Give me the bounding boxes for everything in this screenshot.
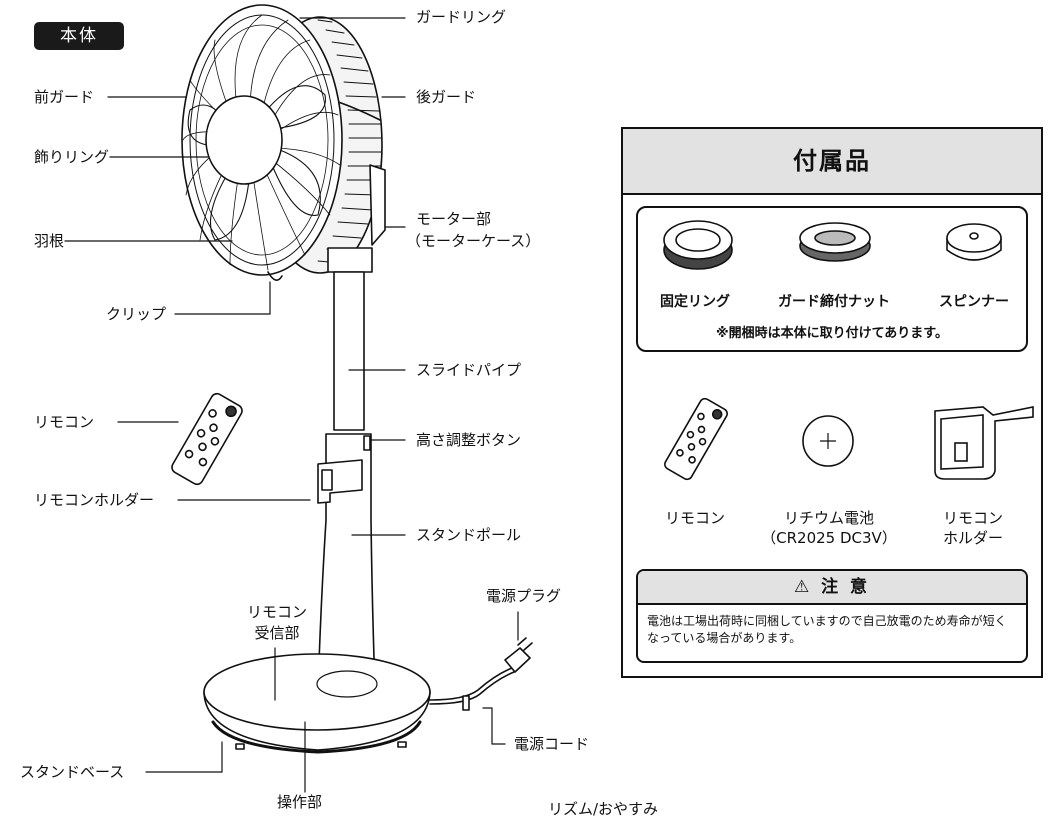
item-fixing-ring: 固定リング — [660, 294, 730, 310]
label-power-cord: 電源コード — [514, 735, 590, 753]
preinstalled-group: 固定リング ガード締付ナット スピンナー ※開梱時は本体に取り付けてあります。 — [636, 206, 1028, 352]
item-spinner: スピンナー — [939, 294, 1009, 310]
label-deco-ring: 飾りリング — [34, 148, 110, 166]
label-stand-pole: スタンドポール — [416, 526, 522, 544]
label-height-button: 高さ調整ボタン — [416, 431, 522, 449]
label-slide-pipe: スライドパイプ — [416, 361, 522, 379]
remote-small-drawing — [664, 397, 728, 481]
label-clip: クリップ — [106, 305, 167, 323]
stand-base — [203, 653, 431, 754]
motor-housing — [327, 164, 386, 273]
label-blade: 羽根 — [34, 232, 65, 250]
item-guard-nut: ガード締付ナット — [778, 294, 890, 310]
label-rear-guard: 後ガード — [416, 88, 477, 106]
power-cord — [429, 667, 515, 711]
item-battery: リチウム電池 — [783, 509, 874, 527]
included-parts — [664, 397, 1034, 481]
accessories-title: 付属品 — [623, 129, 1041, 195]
leader-lines — [64, 17, 519, 793]
caution-title: 注 意 — [821, 577, 871, 597]
label-guard-ring: ガードリング — [416, 8, 507, 26]
label-power-plug: 電源プラグ — [486, 587, 562, 605]
caution-box: ⚠ 注 意 電池は工場出荷時に同梱していますので自己放電のため寿命が短くなってい… — [636, 569, 1028, 663]
preinstalled-parts — [663, 220, 1002, 270]
holder-small-drawing — [934, 406, 1034, 480]
label-remote: リモコン — [34, 413, 95, 431]
spinner-drawing — [946, 223, 1002, 261]
caution-text: 電池は工場出荷時に同梱していますので自己放電のため寿命が短くなっている場合があり… — [647, 614, 1007, 645]
caution-title-row: ⚠ 注 意 — [638, 571, 1026, 605]
label-control-panel: 操作部 — [277, 793, 323, 811]
label-rhythm-sleep: リズム/おやすみ — [548, 800, 659, 818]
label-front-guard: 前ガード — [34, 88, 95, 106]
main-unit-badge: 本体 — [34, 22, 124, 50]
remote-holder-mounted — [317, 459, 363, 504]
label-receiver-2: 受信部 — [254, 624, 300, 642]
item-remote: リモコン — [664, 509, 725, 527]
label-motor: モーター部 — [416, 210, 492, 228]
battery-drawing — [802, 415, 854, 467]
deco-ring — [205, 95, 283, 185]
item-battery-spec: （CR2025 DC3V） — [761, 529, 897, 547]
slide-pipe — [333, 271, 365, 431]
label-stand-base: スタンドベース — [20, 763, 125, 781]
guard-nut-drawing — [799, 222, 871, 262]
label-remote-holder: リモコンホルダー — [34, 491, 155, 509]
label-motor-case: （モーターケース） — [406, 232, 541, 250]
item-holder-2: ホルダー — [942, 529, 1003, 547]
preinstalled-note: ※開梱時は本体に取り付けてあります。 — [716, 326, 948, 341]
power-plug-drawing — [504, 637, 533, 673]
remote-drawing — [171, 392, 243, 486]
height-button — [363, 435, 371, 451]
clip — [267, 271, 283, 281]
item-holder: リモコン — [942, 509, 1003, 527]
fixing-ring-drawing — [663, 220, 733, 270]
label-receiver-1: リモコン — [246, 603, 307, 621]
accessories-panel: 付属品 固定リング — [621, 127, 1043, 678]
warning-icon: ⚠ — [793, 577, 813, 597]
